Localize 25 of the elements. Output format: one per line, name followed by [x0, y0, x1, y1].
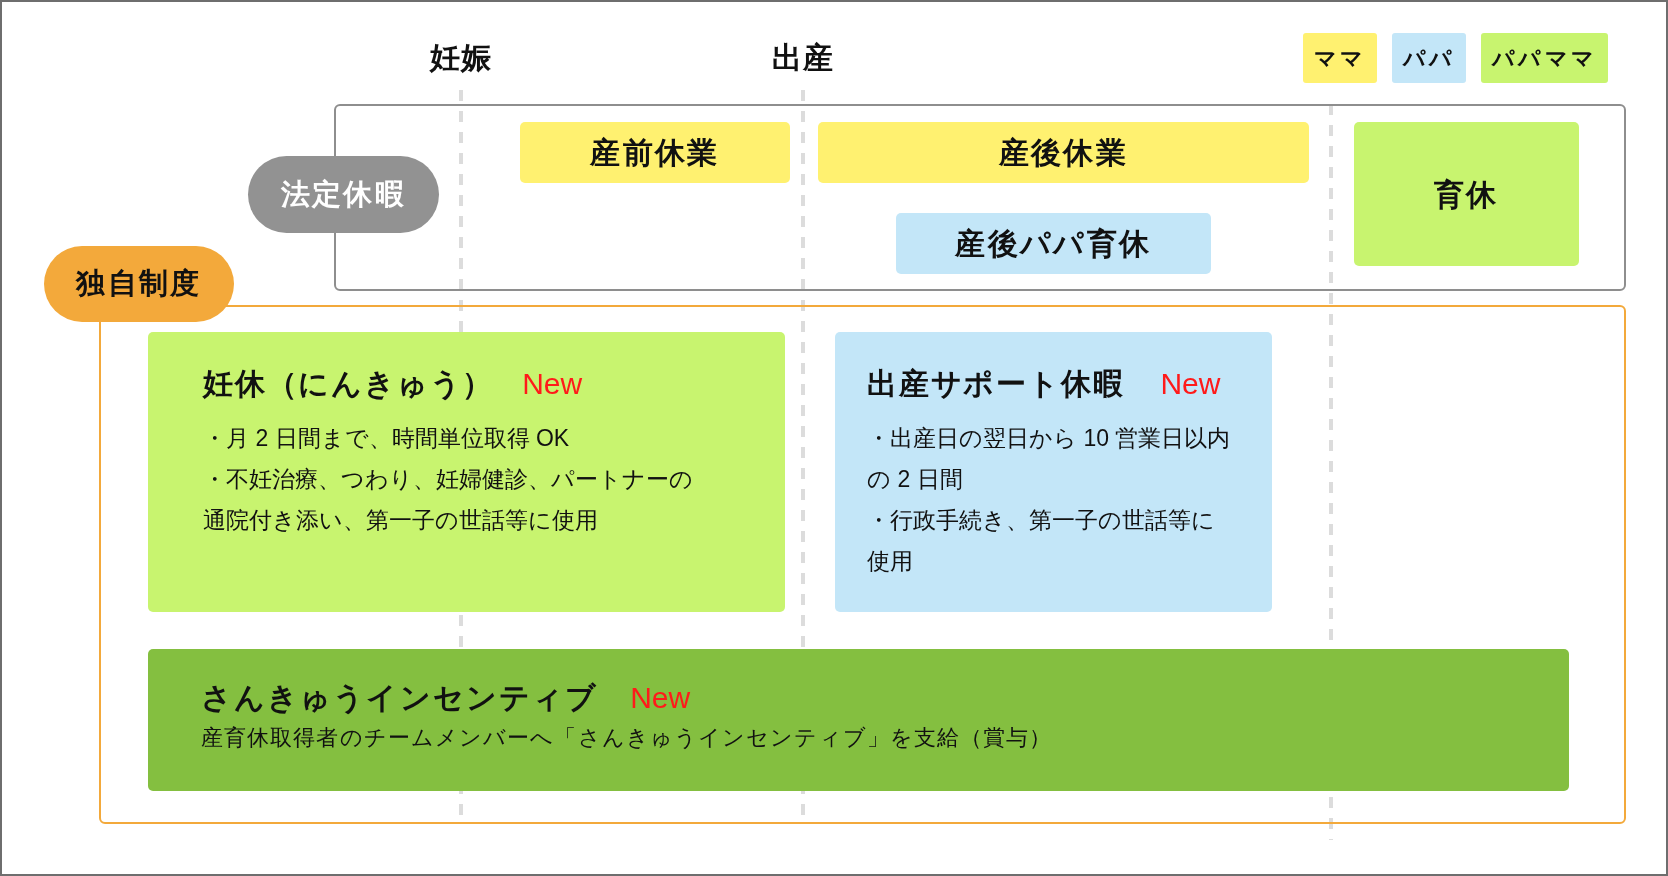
- leave-period-bar: 産前休業: [520, 122, 790, 183]
- bullet-text: ・行政手続き、第一子の世話等に使用: [867, 506, 1216, 576]
- timeline-label: 出産: [771, 40, 835, 76]
- legend-chip: ママ: [1303, 33, 1378, 83]
- leave-period-bar: 産後休業: [818, 122, 1309, 183]
- bullet-text: ・不妊治療、つわり、妊婦健診、パートナーの通院付き添い、第一子の世話等に使用: [203, 465, 694, 535]
- card-title: 出産サポート休暇: [867, 365, 1125, 402]
- group-label: 独自制度: [44, 246, 234, 322]
- new-tag: New: [630, 674, 691, 720]
- legend-chip: パパママ: [1481, 33, 1608, 83]
- card-title: 妊休（にんきゅう）: [203, 365, 495, 402]
- new-tag: New: [522, 360, 583, 406]
- info-card: [835, 332, 1272, 612]
- group-label: 法定休暇: [248, 156, 439, 233]
- info-banner: [148, 649, 1569, 791]
- bullet-text: ・出産日の翌日から 10 営業日以内の 2 日間: [867, 424, 1231, 494]
- description-text: 産育休取得者のチームメンバーへ「さんきゅうインセンティブ」を支給（賞与）: [201, 724, 1054, 752]
- leave-period-bar: 育休: [1354, 122, 1579, 266]
- banner-title: さんきゅうインセンティブ: [201, 679, 599, 716]
- new-tag: New: [1160, 360, 1221, 406]
- bullet-text: ・月 2 日間まで、時間単位取得 OK: [203, 424, 571, 453]
- timeline-label: 妊娠: [429, 40, 493, 76]
- info-card: [148, 332, 785, 612]
- legend-chip: パパ: [1392, 33, 1467, 83]
- leave-period-bar: 産後パパ育休: [896, 213, 1211, 274]
